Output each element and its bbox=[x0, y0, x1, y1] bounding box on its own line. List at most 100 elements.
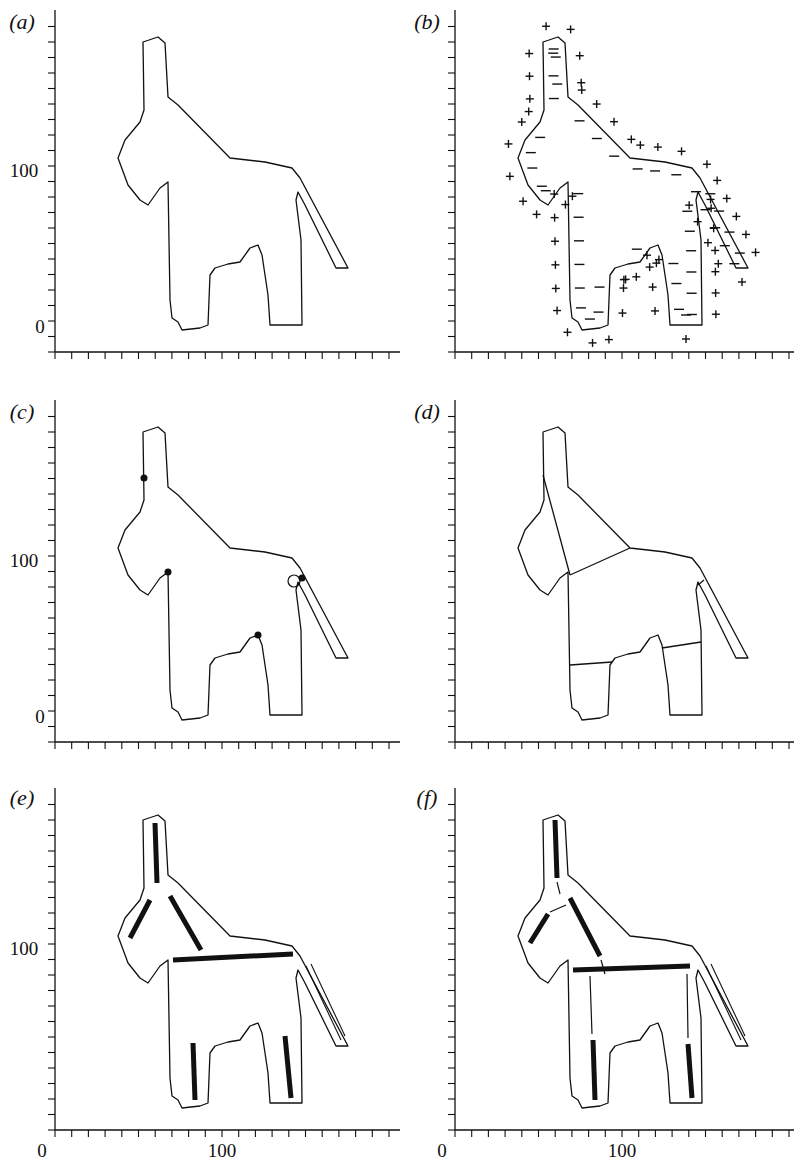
axis-tick bbox=[448, 258, 455, 259]
axis-tick bbox=[355, 742, 356, 749]
plus-mark bbox=[596, 100, 597, 108]
axis-tick bbox=[48, 119, 55, 120]
axis-tick bbox=[555, 1130, 556, 1137]
plus-mark bbox=[608, 336, 609, 344]
axis-tick bbox=[305, 742, 306, 749]
axis-tick bbox=[338, 742, 339, 749]
concavity-dot bbox=[165, 569, 172, 576]
minus-mark bbox=[720, 245, 730, 246]
axis-tick bbox=[48, 416, 55, 417]
axis-tick bbox=[48, 540, 55, 541]
axis-tick bbox=[48, 617, 55, 618]
axis-value: 100 bbox=[208, 1141, 237, 1160]
panel-letter: (e) bbox=[10, 787, 34, 809]
axis-tick bbox=[588, 352, 589, 359]
axis-tick bbox=[738, 742, 739, 749]
axis-tick bbox=[48, 602, 55, 603]
horse-outline bbox=[518, 815, 748, 1108]
axis-tick bbox=[448, 617, 455, 618]
axis-tick bbox=[48, 897, 55, 898]
minus-mark bbox=[595, 286, 605, 287]
axis-tick bbox=[454, 1130, 455, 1137]
axis-tick bbox=[48, 243, 55, 244]
part-axis bbox=[193, 1043, 195, 1100]
axis-tick bbox=[48, 150, 55, 151]
minus-mark bbox=[633, 168, 643, 169]
axis-tick bbox=[48, 633, 55, 634]
axis-tick bbox=[48, 1098, 55, 1099]
axis-tick bbox=[555, 352, 556, 359]
axis-tick bbox=[138, 742, 139, 749]
axis-tick bbox=[755, 352, 756, 359]
axis-tick bbox=[272, 1130, 273, 1137]
axis-tick bbox=[448, 1129, 455, 1130]
minus-mark bbox=[674, 309, 684, 310]
axis-tick bbox=[48, 804, 55, 805]
axis-tick bbox=[171, 742, 172, 749]
plus-mark bbox=[706, 160, 707, 168]
axis-value: 100 bbox=[10, 551, 39, 570]
axis-tick bbox=[688, 1130, 689, 1137]
axis-tick bbox=[655, 742, 656, 749]
axis-tick bbox=[448, 509, 455, 510]
plus-mark bbox=[741, 278, 742, 286]
axis-tick bbox=[722, 352, 723, 359]
axis-value: 100 bbox=[608, 1141, 637, 1160]
axis-tick bbox=[48, 710, 55, 711]
plus-mark bbox=[521, 118, 522, 126]
axis-tick bbox=[48, 850, 55, 851]
axis-tick bbox=[171, 352, 172, 359]
axis-tick bbox=[448, 741, 455, 742]
axis-tick bbox=[448, 571, 455, 572]
axis-tick bbox=[538, 1130, 539, 1137]
axis-tick bbox=[48, 274, 55, 275]
axis-tick bbox=[448, 990, 455, 991]
axis-tick bbox=[388, 742, 389, 749]
axis-tick bbox=[448, 212, 455, 213]
axis-tick bbox=[738, 352, 739, 359]
axis-tick bbox=[48, 524, 55, 525]
part-axis bbox=[593, 1040, 595, 1100]
axis-tick bbox=[471, 742, 472, 749]
axis-tick bbox=[48, 990, 55, 991]
axis-tick bbox=[448, 196, 455, 197]
figure-panel bbox=[448, 10, 794, 359]
plus-mark bbox=[567, 328, 568, 336]
axis-tick bbox=[448, 72, 455, 73]
minus-mark bbox=[671, 283, 681, 284]
axis-tick bbox=[338, 352, 339, 359]
axis-tick bbox=[48, 1005, 55, 1006]
axis-tick bbox=[448, 150, 455, 151]
minus-mark bbox=[735, 252, 745, 253]
minus-mark bbox=[551, 56, 561, 57]
axis-tick bbox=[448, 866, 455, 867]
axis-tick bbox=[48, 181, 55, 182]
plus-mark bbox=[572, 192, 573, 200]
minus-mark bbox=[668, 263, 678, 264]
minus-mark bbox=[575, 120, 585, 121]
tail-axis bbox=[706, 966, 741, 1040]
plus-mark bbox=[565, 201, 566, 209]
axis-tick bbox=[448, 181, 455, 182]
axis-tick bbox=[305, 352, 306, 359]
plus-mark bbox=[529, 95, 530, 103]
axis-value: 0 bbox=[35, 707, 45, 726]
axis-tick bbox=[448, 710, 455, 711]
plus-mark bbox=[685, 335, 686, 343]
panel-letter: (a) bbox=[9, 11, 35, 33]
axis-tick bbox=[171, 1130, 172, 1137]
axis-tick bbox=[48, 555, 55, 556]
minus-mark bbox=[552, 83, 562, 84]
axis-tick bbox=[448, 351, 455, 352]
minus-mark bbox=[632, 248, 642, 249]
axis-tick bbox=[538, 742, 539, 749]
axis-value: 100 bbox=[10, 939, 39, 958]
concavity-dot bbox=[141, 475, 148, 482]
axis-value: 0 bbox=[437, 1141, 447, 1160]
axis-tick bbox=[48, 320, 55, 321]
axis-tick bbox=[48, 88, 55, 89]
horse-outline bbox=[118, 815, 348, 1108]
minus-mark bbox=[576, 307, 586, 308]
plus-mark bbox=[710, 204, 711, 212]
tail-axis bbox=[711, 964, 745, 1036]
